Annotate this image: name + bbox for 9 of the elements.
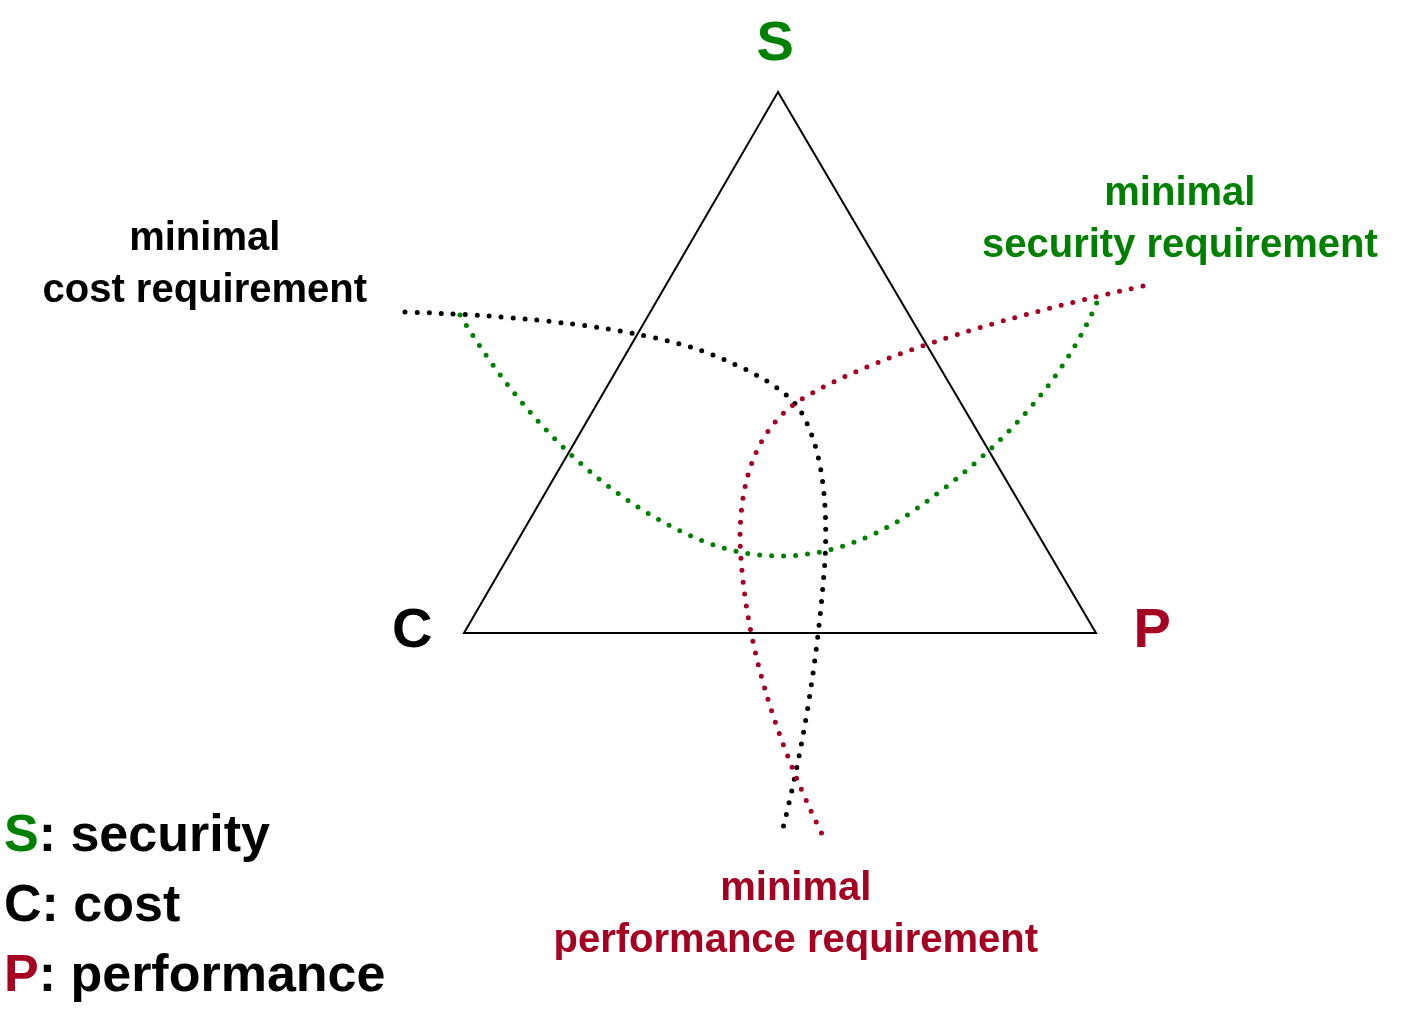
curve-label: minimal cost requirement [42,213,368,312]
vertex-label: S [756,8,794,74]
curve-label: minimal security requirement [982,168,1378,267]
legend-entry: C: cost [4,873,181,934]
vertex-label: C [392,595,433,661]
legend-entry: S: security [4,803,270,864]
legend-entry: P: performance [4,943,386,1004]
curve-label: minimal performance requirement [553,863,1039,962]
vertex-label: P [1133,595,1171,661]
